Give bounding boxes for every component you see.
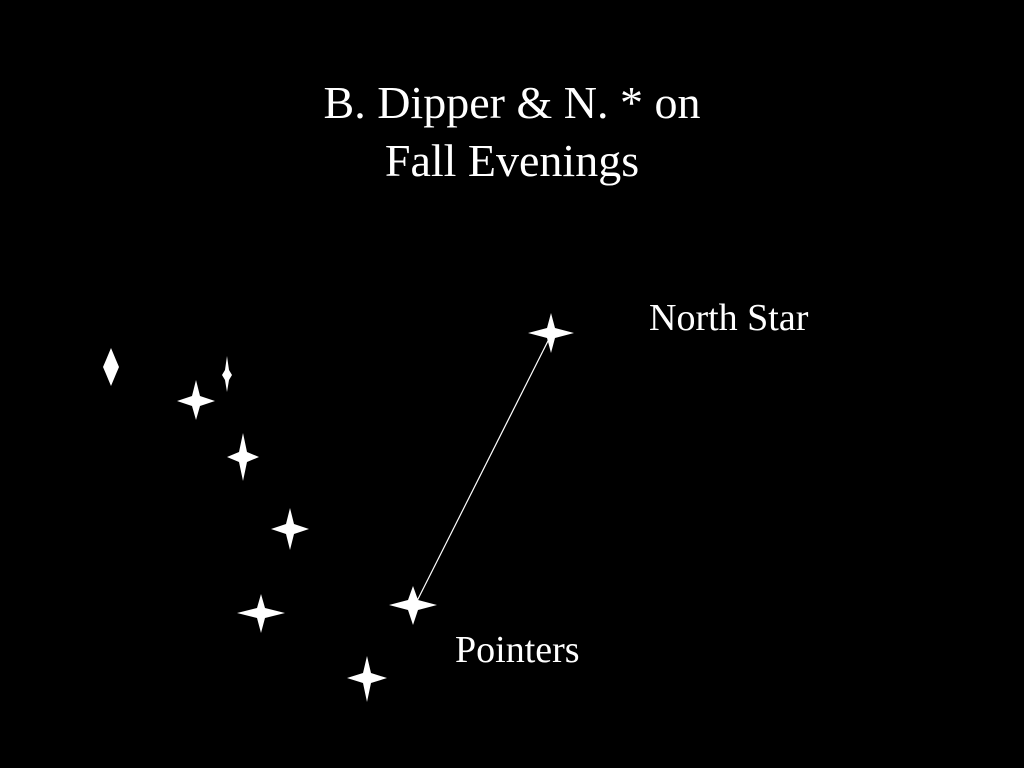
dipper-star-bowl-bottom-left-icon [237,594,285,633]
dipper-star-handle-end-icon [103,348,119,386]
north-star-icon [528,313,574,353]
dipper-star-handle-1-icon [177,380,215,420]
pointer-line [415,334,552,604]
dipper-star-handle-2-icon [227,433,259,481]
title-line-1: B. Dipper & N. * on [323,77,701,128]
slide-title: B. Dipper & N. * on Fall Evenings [0,74,1024,190]
dipper-star-bowl-top-left-icon [271,508,309,550]
pointers-label: Pointers [455,629,580,671]
dipper-star-bowl-bottom-right-icon [347,656,387,702]
dipper-star-alcor-icon [222,356,232,392]
title-line-2: Fall Evenings [384,135,640,186]
dipper-star-pointer-icon [389,586,437,625]
north-star-label: North Star [649,297,809,339]
